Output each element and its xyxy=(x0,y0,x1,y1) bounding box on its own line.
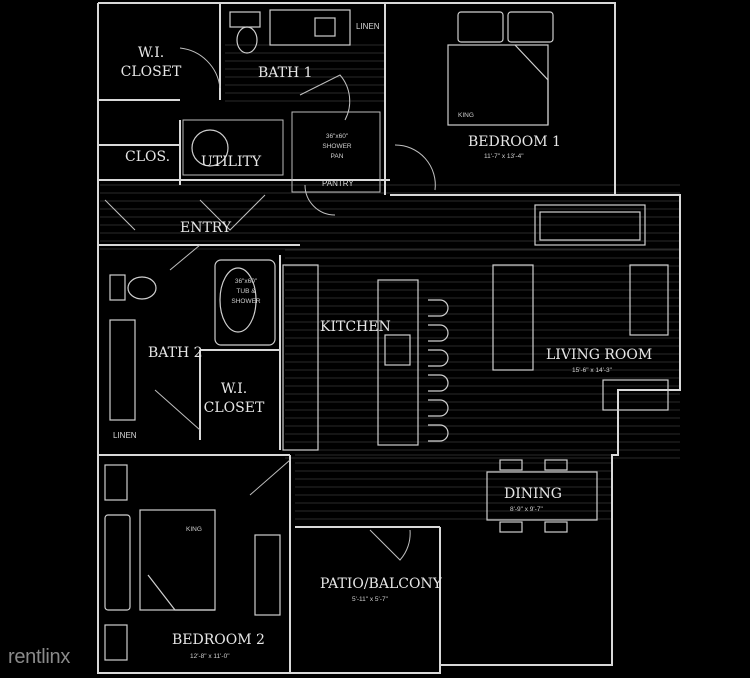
shower-1-label-line1: 36"x60" xyxy=(326,133,349,140)
shower-1-label-line2: SHOWER xyxy=(322,143,352,150)
utility-label: UTILITY xyxy=(201,154,262,170)
sofa-top xyxy=(534,204,646,246)
interior-walls xyxy=(98,3,615,673)
living-room-label: LIVING ROOM xyxy=(546,347,652,363)
wi-closet-2-label-line2: CLOSET xyxy=(204,400,265,416)
wi-closet-1-label-line2: CLOSET xyxy=(121,64,182,80)
bedroom-2-dims: 12'-8" x 11'-0" xyxy=(190,653,230,660)
entry-label: ENTRY xyxy=(180,220,232,236)
bedroom-2-label: BEDROOM 2 xyxy=(172,632,265,648)
sink xyxy=(314,17,336,37)
island xyxy=(377,279,419,446)
bath-2-label: BATH 2 xyxy=(148,345,203,361)
tub-label-line2: TUB & xyxy=(236,288,256,295)
patio-label: PATIO/BALCONY xyxy=(320,576,443,592)
shower-1-label-line3: PAN xyxy=(331,153,344,160)
linen-2-label: LINEN xyxy=(113,431,137,440)
closet-label: CLOS. xyxy=(125,149,170,165)
vanity xyxy=(269,9,351,46)
bar-stools xyxy=(428,299,449,442)
bed-2 xyxy=(139,509,216,611)
counter xyxy=(282,264,319,451)
floor-hatch xyxy=(100,44,680,520)
dining-dims: 8'-9" x 9'-7" xyxy=(510,506,543,513)
kitchen-label: KITCHEN xyxy=(320,319,391,335)
tub xyxy=(214,259,276,346)
bedroom-1-dims: 11'-7" x 13'-4" xyxy=(484,153,524,160)
vanity-2 xyxy=(109,319,136,421)
pillow-1 xyxy=(457,11,504,43)
tub-label-line1: 36"x60" xyxy=(235,278,258,285)
linen-1-label: LINEN xyxy=(356,22,380,31)
wi-closet-2-label-line1: W.I. xyxy=(221,381,247,397)
patio-dims: 5'-11" x 5'-7" xyxy=(352,596,389,603)
tub-label-line3: SHOWER xyxy=(231,298,261,305)
pantry-label: PANTRY xyxy=(322,179,354,188)
toilet-bowl xyxy=(236,26,258,54)
bedroom-1-label: BEDROOM 1 xyxy=(468,134,561,150)
bed-2-label: KING xyxy=(186,526,202,533)
kitchen-sink xyxy=(384,334,411,366)
room-labels: W.I. CLOSET BATH 1 LINEN BEDROOM 1 11'-7… xyxy=(113,22,652,660)
living-room-dims: 15'-6" x 14'-3" xyxy=(572,367,613,374)
toilet-tank xyxy=(229,11,261,28)
watermark-logo: rentlinx xyxy=(8,646,71,668)
doors xyxy=(104,47,436,561)
toilet-2 xyxy=(127,276,157,300)
washer xyxy=(191,129,229,167)
sofa xyxy=(492,264,534,371)
fixtures xyxy=(104,9,669,661)
pillow-2 xyxy=(507,11,554,43)
wi-closet-1-label-line1: W.I. xyxy=(138,45,164,61)
bed-1-label: KING xyxy=(458,112,474,119)
dining-label: DINING xyxy=(504,486,562,502)
bath-1-label: BATH 1 xyxy=(258,65,313,81)
dining-table xyxy=(486,471,598,521)
